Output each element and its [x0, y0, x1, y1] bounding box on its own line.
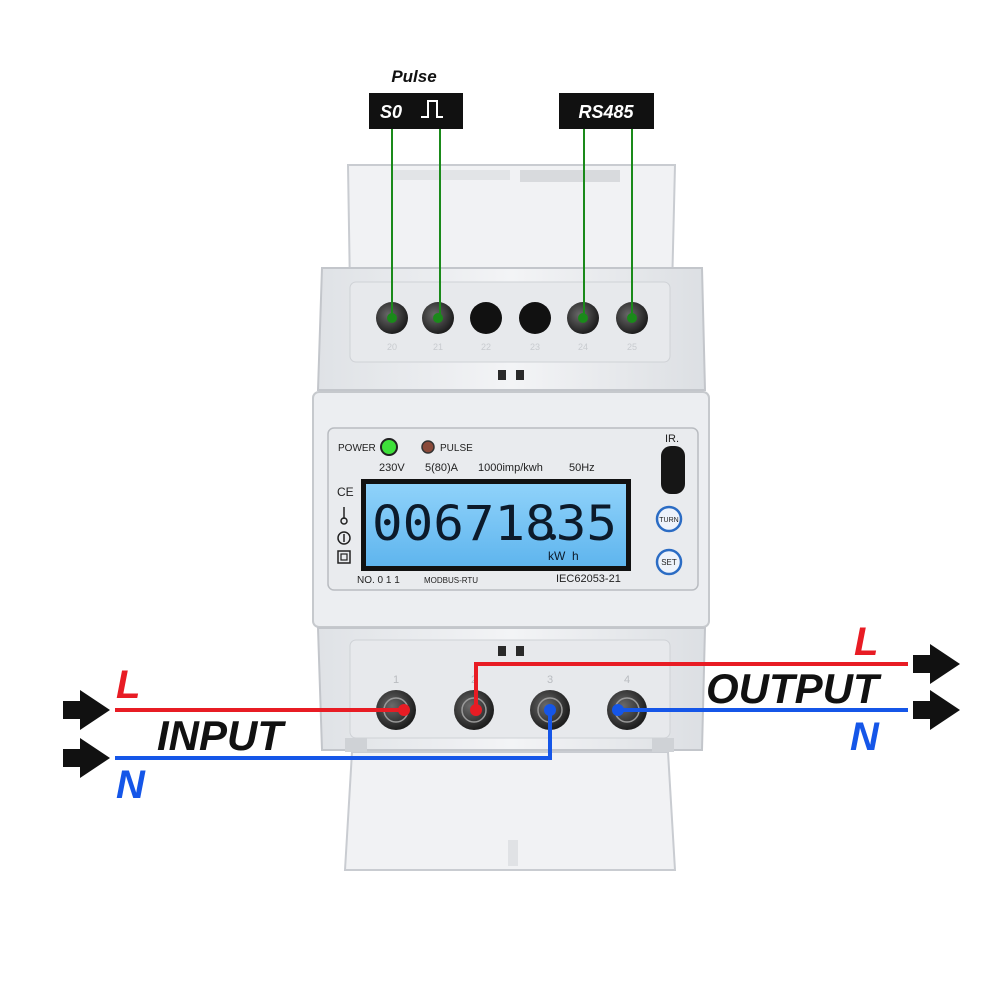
standard-label: IEC62053-21	[556, 573, 621, 585]
output-live-arrow-icon	[913, 644, 960, 684]
impulse-rating: 1000imp/kwh	[478, 462, 543, 474]
ir-window	[661, 446, 685, 494]
power-label: POWER	[338, 443, 376, 454]
output-neutral-arrow-icon	[913, 690, 960, 730]
terminal-number: 24	[578, 342, 588, 352]
set-button[interactable]: SET	[655, 548, 683, 576]
current-rating: 5(80)A	[425, 462, 459, 474]
input-live-arrow-icon	[63, 690, 110, 730]
terminal-number: 3	[547, 674, 553, 686]
input-neutral-arrow-icon	[63, 738, 110, 778]
terminal-number: 4	[624, 674, 630, 686]
frequency-rating: 50Hz	[569, 462, 595, 474]
ce-mark: CE	[337, 485, 354, 499]
input-label: INPUT	[157, 712, 286, 759]
output-live-wire	[474, 662, 908, 710]
terminal-22	[470, 302, 502, 334]
terminal-number: 20	[387, 342, 397, 352]
thermometer-icon	[340, 507, 348, 525]
lcd-unit: kW h	[548, 549, 579, 563]
terminal-number: 21	[433, 342, 443, 352]
signal-dots	[387, 313, 637, 323]
terminal-number: 22	[481, 342, 491, 352]
pulse-label: Pulse	[391, 67, 436, 86]
pulse-wave-icon	[421, 100, 443, 118]
double-insulation-icon	[337, 550, 351, 564]
ir-label: IR.	[665, 433, 679, 445]
rs485-label-box: RS485	[559, 93, 654, 129]
phase-icon	[337, 531, 351, 545]
rs485-label: RS485	[578, 102, 634, 122]
input-n-label: N	[116, 763, 146, 807]
wire-dots	[398, 704, 624, 716]
terminal-number: 25	[627, 342, 637, 352]
lcd-reading: 00671835	[372, 496, 617, 552]
protocol-label: MODBUS-RTU	[424, 576, 478, 585]
front-panel: POWER PULSE 230V 5(80)A 1000imp/kwh 50Hz…	[327, 427, 699, 591]
output-l-label: L	[854, 620, 878, 664]
terminal-number: 1	[393, 674, 399, 686]
pulse-led-label: PULSE	[440, 443, 473, 454]
power-led	[380, 438, 398, 456]
signal-wires	[391, 128, 633, 318]
s0-label: S0	[380, 102, 402, 122]
meter-number: NO. 0 1 1	[357, 575, 400, 586]
lcd-screen	[366, 484, 626, 566]
turn-button-label: TURN	[659, 517, 678, 524]
output-label: OUTPUT	[706, 665, 882, 712]
set-button-label: SET	[661, 558, 677, 567]
pulse-led	[421, 440, 435, 454]
input-l-label: L	[116, 663, 140, 707]
s0-label-box: S0	[369, 93, 463, 129]
terminal-number: 23	[530, 342, 540, 352]
lcd-decimal-point	[550, 534, 556, 540]
output-n-label: N	[850, 715, 880, 759]
voltage-rating: 230V	[379, 462, 405, 474]
turn-button[interactable]: TURN	[655, 505, 683, 533]
terminal-23	[519, 302, 551, 334]
input-neutral-wire	[115, 710, 552, 760]
